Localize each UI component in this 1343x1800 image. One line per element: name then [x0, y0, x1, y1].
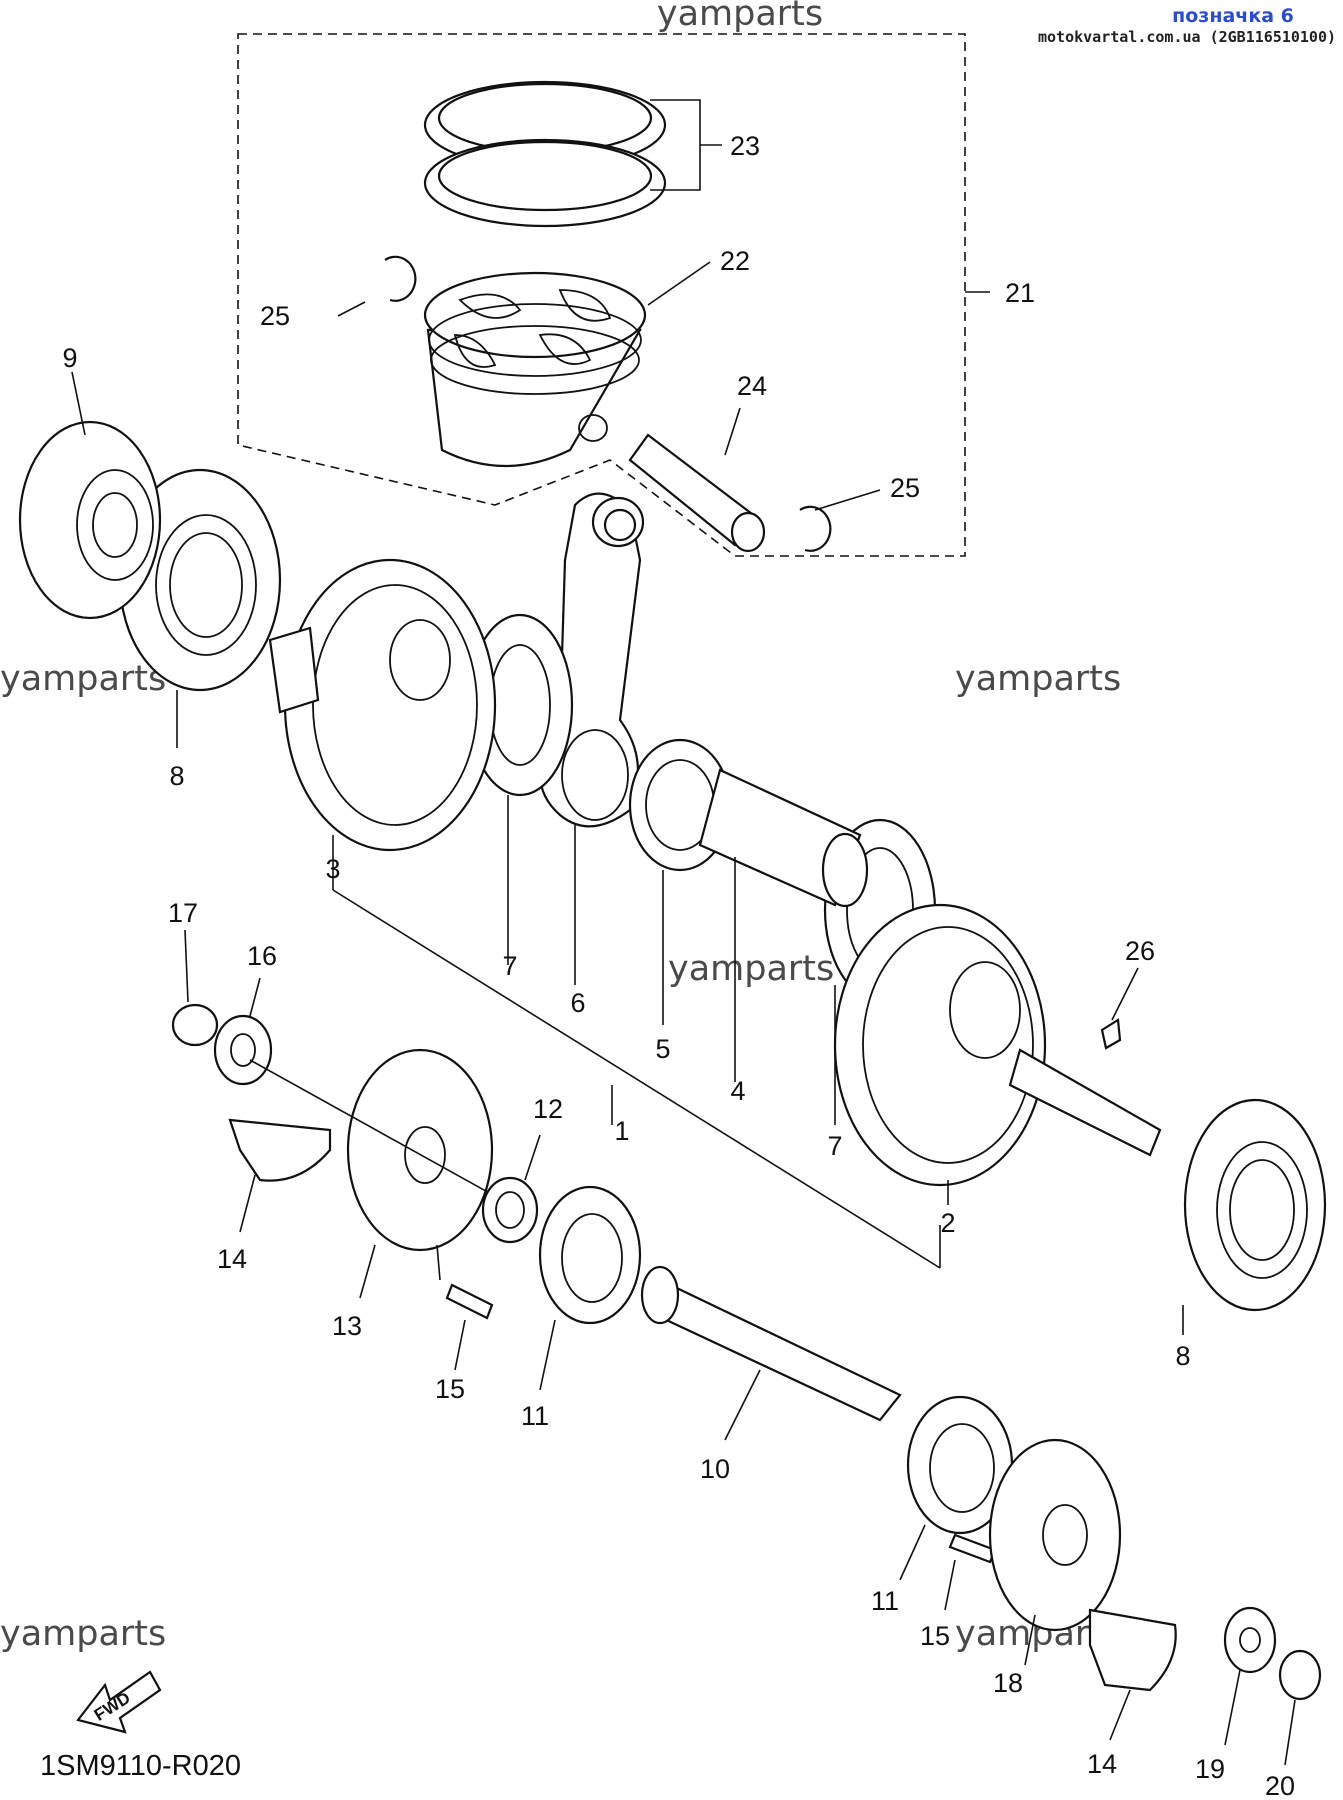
collar-12 — [481, 1176, 539, 1244]
washer-16 — [213, 1014, 273, 1086]
watermark-center: yamparts — [668, 949, 834, 989]
balancer-weight-plate — [988, 1438, 1122, 1632]
bolt-15-right — [948, 1533, 997, 1564]
piston-pin-clip-left — [384, 255, 417, 302]
bolt-15-left — [445, 1283, 494, 1320]
callout-7-left: 7 — [502, 951, 517, 981]
woodruff-key — [1100, 1018, 1122, 1050]
callout-17: 17 — [168, 898, 198, 928]
callout-13: 13 — [332, 1311, 362, 1341]
callout-24: 24 — [737, 371, 767, 401]
balancer-gear — [346, 1048, 494, 1252]
drive-gear — [18, 420, 162, 620]
piston — [423, 271, 647, 468]
callout-26: 26 — [1125, 936, 1155, 966]
watermark-left: yamparts — [0, 659, 166, 699]
callout-11-left: 11 — [521, 1401, 549, 1431]
crank-web-right — [833, 903, 1162, 1187]
callout-11-right: 11 — [871, 1586, 899, 1616]
balancer-weight-right — [1088, 1608, 1177, 1692]
callout-22: 22 — [720, 246, 750, 276]
callout-15-right: 15 — [920, 1621, 950, 1651]
callout-7-right: 7 — [827, 1131, 842, 1161]
piston-rings — [423, 80, 667, 228]
callout-14-left: 14 — [217, 1244, 247, 1274]
callout-25-right: 25 — [890, 473, 920, 503]
callout-19: 19 — [1195, 1754, 1225, 1784]
callout-23: 23 — [730, 131, 760, 161]
balancer-shaft — [640, 1265, 902, 1422]
header-title: позначка 6 — [1172, 5, 1294, 27]
watermark-top: yamparts — [657, 0, 823, 34]
crank-bearing-right — [1183, 1098, 1327, 1312]
callout-8-left: 8 — [169, 761, 184, 791]
callout-18: 18 — [993, 1668, 1023, 1698]
callout-16: 16 — [247, 941, 277, 971]
callout-4: 4 — [730, 1076, 745, 1106]
watermark-bottom-left: yamparts — [0, 1614, 166, 1654]
callout-20: 20 — [1265, 1771, 1295, 1800]
balancer-weight-left — [228, 1118, 332, 1182]
callout-10: 10 — [700, 1454, 730, 1484]
callout-1: 1 — [614, 1116, 629, 1146]
callout-8-right: 8 — [1175, 1341, 1190, 1371]
washer-19 — [1223, 1606, 1277, 1674]
piston-pin-clip-right — [799, 505, 832, 552]
crank-web-left — [268, 558, 497, 852]
callout-12: 12 — [533, 1094, 563, 1124]
crank-pin — [698, 768, 869, 908]
fwd-arrow: FWD — [76, 1670, 162, 1734]
watermark-right: yamparts — [955, 659, 1121, 699]
callout-9: 9 — [62, 343, 77, 373]
nut-20 — [1278, 1649, 1322, 1701]
callout-15-left: 15 — [435, 1374, 465, 1404]
callout-25-left: 25 — [260, 301, 290, 331]
header-source: motokvartal.com.ua (2GB116510100) — [1038, 28, 1336, 46]
balancer-bearing-right — [906, 1395, 1014, 1535]
diagram-code: 1SM9110-R020 — [40, 1750, 241, 1782]
balancer-bearing-left — [538, 1185, 642, 1325]
nut-17 — [171, 1003, 219, 1047]
callout-14-right: 14 — [1087, 1749, 1117, 1779]
piston-kit-outline — [237, 33, 966, 557]
callout-3: 3 — [325, 854, 340, 884]
callout-2: 2 — [940, 1208, 955, 1238]
piston-pin — [628, 433, 766, 553]
callout-21: 21 — [1005, 278, 1035, 308]
callout-6: 6 — [570, 988, 585, 1018]
callout-5: 5 — [655, 1034, 670, 1064]
